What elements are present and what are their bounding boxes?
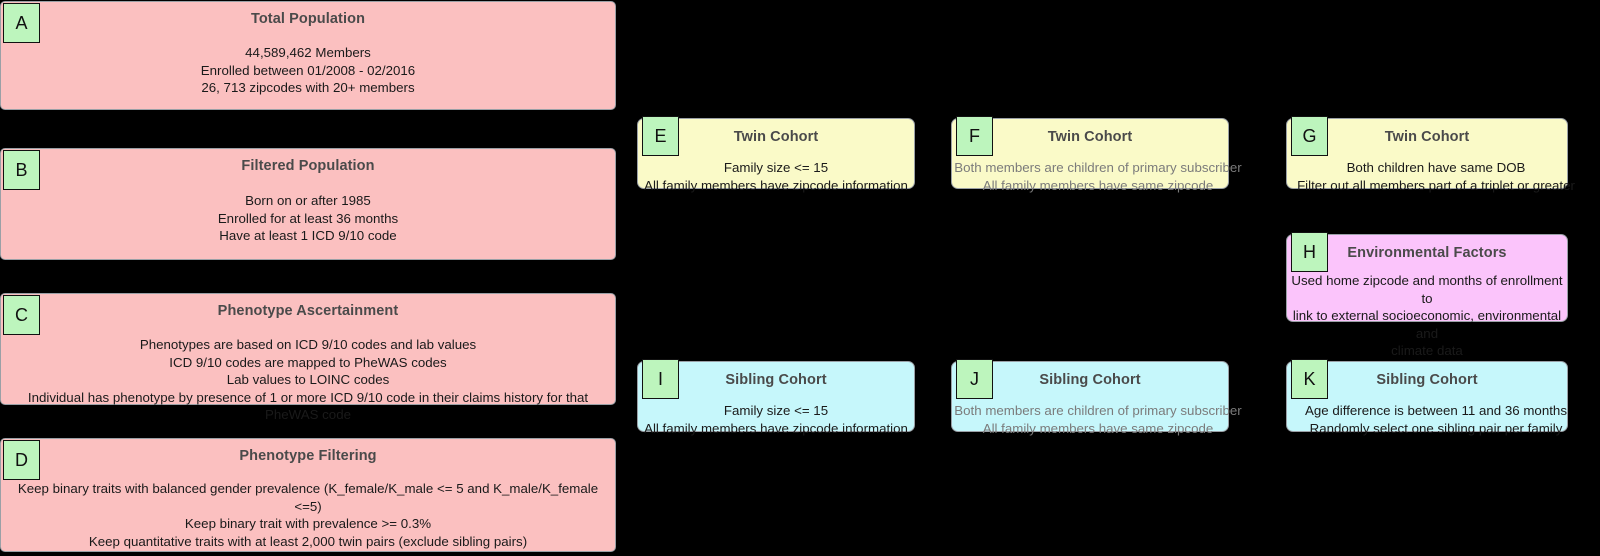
node-e-badge: E [642,116,679,156]
node-e-title: Twin Cohort [733,129,819,145]
node-g-twin-cohort[interactable]: G Twin Cohort Both children have same DO… [1286,116,1575,193]
node-c-title: Phenotype Ascertainment [217,303,399,319]
node-j-title: Sibling Cohort [1039,372,1141,388]
node-d-phenotype-filtering[interactable]: D Phenotype Filtering Keep binary traits… [0,438,616,552]
node-g-title: Twin Cohort [1384,129,1470,145]
node-k-title: Sibling Cohort [1376,372,1478,388]
node-e-twin-cohort[interactable]: E Twin Cohort Family size <= 15 All fami… [637,116,915,193]
node-i-sibling-cohort[interactable]: I Sibling Cohort Family size <= 15 All f… [637,359,915,436]
node-i-body: Family size <= 15 All family members hav… [644,403,908,436]
node-i-badge: I [642,359,679,399]
node-a-total-population[interactable]: A Total Population 44,589,462 Members En… [0,1,616,110]
node-f-title: Twin Cohort [1047,129,1133,145]
node-h-title: Environmental Factors [1347,245,1507,261]
node-a-body: 44,589,462 Members Enrolled between 01/2… [200,45,416,95]
node-j-badge: J [956,359,993,399]
node-h-body: Used home zipcode and months of enrollme… [1291,273,1563,358]
node-b-badge: B [3,150,40,190]
node-e-body: Family size <= 15 All family members hav… [644,160,908,193]
node-g-body: Both children have same DOB Filter out a… [1297,160,1575,193]
node-a-badge: A [3,3,40,43]
node-f-body: Both members are children of primary sub… [954,160,1242,193]
node-d-badge: D [3,440,40,480]
node-b-body: Born on or after 1985 Enrolled for at le… [217,193,399,243]
node-c-badge: C [3,295,40,335]
node-f-twin-cohort[interactable]: F Twin Cohort Both members are children … [951,116,1242,193]
node-f-badge: F [956,116,993,156]
node-c-body: Phenotypes are based on ICD 9/10 codes a… [27,337,589,422]
node-c-phenotype-ascertainment[interactable]: C Phenotype Ascertainment Phenotypes are… [0,293,616,422]
node-d-body: Keep binary traits with balanced gender … [17,481,599,549]
node-b-title: Filtered Population [241,158,375,174]
node-a-title: Total Population [250,11,366,27]
node-b-filtered-population[interactable]: B Filtered Population Born on or after 1… [0,148,616,260]
node-h-environmental-factors[interactable]: H Environmental Factors Used home zipcod… [1286,232,1568,358]
node-j-sibling-cohort[interactable]: J Sibling Cohort Both members are childr… [951,359,1242,436]
node-h-badge: H [1291,232,1328,272]
node-k-sibling-cohort[interactable]: K Sibling Cohort Age difference is betwe… [1286,359,1568,436]
node-i-title: Sibling Cohort [725,372,827,388]
node-g-badge: G [1291,116,1328,156]
node-k-body: Age difference is between 11 and 36 mont… [1305,403,1567,436]
node-k-badge: K [1291,359,1328,399]
node-d-title: Phenotype Filtering [239,448,377,464]
node-j-body: Both members are children of primary sub… [954,403,1242,436]
